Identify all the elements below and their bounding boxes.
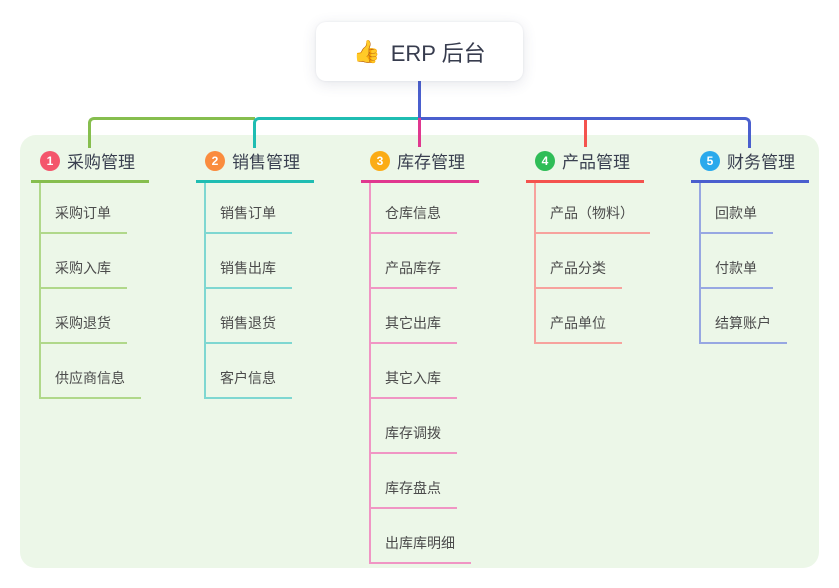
child-node-label: 销售出库 — [206, 258, 292, 289]
connector-branch4 — [584, 120, 587, 147]
child-node[interactable]: 回款单 — [701, 183, 809, 234]
child-node[interactable]: 产品（物料） — [536, 183, 650, 234]
child-node[interactable]: 仓库信息 — [371, 183, 479, 234]
child-node[interactable]: 销售订单 — [206, 183, 314, 234]
branch-finance-node[interactable]: 5 财务管理 — [691, 148, 809, 183]
child-node-label: 销售退货 — [206, 313, 292, 344]
branch-title: 产品管理 — [562, 153, 630, 172]
connector-branch1 — [88, 117, 255, 148]
child-node-label: 库存调拨 — [371, 423, 457, 454]
branch-number-badge: 4 — [535, 150, 555, 171]
child-node-label: 客户信息 — [206, 368, 292, 399]
branch-number-badge: 5 — [700, 150, 720, 171]
child-node[interactable]: 产品单位 — [536, 289, 644, 344]
child-node[interactable]: 采购入库 — [41, 234, 149, 289]
child-node-label: 仓库信息 — [371, 203, 457, 234]
branch-title: 库存管理 — [397, 153, 465, 172]
child-node-label: 出库库明细 — [371, 533, 471, 564]
branch-product-children: 产品（物料） 产品分类 产品单位 — [534, 183, 650, 344]
mindmap-panel — [20, 135, 819, 568]
child-node-label: 采购订单 — [41, 203, 127, 234]
child-node-label: 其它入库 — [371, 368, 457, 399]
branch-inventory-children: 仓库信息 产品库存 其它出库 其它入库 库存调拨 库存盘点 出库库明细 — [369, 183, 479, 564]
child-node[interactable]: 付款单 — [701, 234, 809, 289]
branch-inventory: 3 库存管理 仓库信息 产品库存 其它出库 其它入库 库存调拨 库存盘点 出库库… — [361, 148, 479, 564]
child-node-label: 产品单位 — [536, 313, 622, 344]
child-node-label: 其它出库 — [371, 313, 457, 344]
child-node[interactable]: 其它入库 — [371, 344, 479, 399]
branch-product-node[interactable]: 4 产品管理 — [526, 148, 644, 183]
child-node[interactable]: 销售出库 — [206, 234, 314, 289]
child-node-label: 产品分类 — [536, 258, 622, 289]
child-node-label: 采购退货 — [41, 313, 127, 344]
connector-branch3 — [418, 118, 421, 147]
child-node-label: 付款单 — [701, 258, 773, 289]
child-node-label: 采购入库 — [41, 258, 127, 289]
branch-finance: 5 财务管理 回款单 付款单 结算账户 — [691, 148, 809, 344]
branch-purchase-children: 采购订单 采购入库 采购退货 供应商信息 — [39, 183, 149, 399]
branch-sales: 2 销售管理 销售订单 销售出库 销售退货 客户信息 — [196, 148, 314, 399]
branch-inventory-node[interactable]: 3 库存管理 — [361, 148, 479, 183]
child-node[interactable]: 供应商信息 — [41, 344, 149, 399]
child-node[interactable]: 采购退货 — [41, 289, 149, 344]
child-node-label: 回款单 — [701, 203, 773, 234]
child-node[interactable]: 产品库存 — [371, 234, 479, 289]
branch-number-badge: 1 — [40, 150, 60, 171]
child-node-label: 销售订单 — [206, 203, 292, 234]
child-node[interactable]: 客户信息 — [206, 344, 314, 399]
thumbs-up-icon: 👍 — [353, 38, 381, 64]
child-node-label: 结算账户 — [701, 313, 787, 344]
child-node[interactable]: 库存盘点 — [371, 454, 479, 509]
root-trunk-line — [418, 81, 421, 120]
child-node[interactable]: 库存调拨 — [371, 399, 479, 454]
child-node-label: 库存盘点 — [371, 478, 457, 509]
root-node-label: ERP 后台 — [390, 40, 486, 66]
child-node[interactable]: 销售退货 — [206, 289, 314, 344]
connector-branch2 — [253, 117, 421, 148]
branch-product: 4 产品管理 产品（物料） 产品分类 产品单位 — [526, 148, 650, 344]
branch-title: 采购管理 — [67, 153, 135, 172]
child-node[interactable]: 结算账户 — [701, 289, 809, 344]
branch-number-badge: 2 — [205, 150, 225, 171]
child-node[interactable]: 其它出库 — [371, 289, 479, 344]
root-node[interactable]: 👍 ERP 后台 — [316, 22, 523, 81]
child-node-label: 供应商信息 — [41, 368, 141, 399]
branch-finance-children: 回款单 付款单 结算账户 — [699, 183, 809, 344]
child-node-label: 产品库存 — [371, 258, 457, 289]
branch-purchase: 1 采购管理 采购订单 采购入库 采购退货 供应商信息 — [31, 148, 149, 399]
branch-sales-node[interactable]: 2 销售管理 — [196, 148, 314, 183]
branch-purchase-node[interactable]: 1 采购管理 — [31, 148, 149, 183]
connector-branch5 — [418, 117, 751, 148]
branch-sales-children: 销售订单 销售出库 销售退货 客户信息 — [204, 183, 314, 399]
branch-number-badge: 3 — [370, 150, 390, 171]
branch-title: 财务管理 — [727, 153, 795, 172]
child-node[interactable]: 采购订单 — [41, 183, 149, 234]
branch-title: 销售管理 — [232, 153, 300, 172]
child-node-label: 产品（物料） — [536, 203, 650, 234]
child-node[interactable]: 出库库明细 — [371, 509, 479, 564]
child-node[interactable]: 产品分类 — [536, 234, 644, 289]
